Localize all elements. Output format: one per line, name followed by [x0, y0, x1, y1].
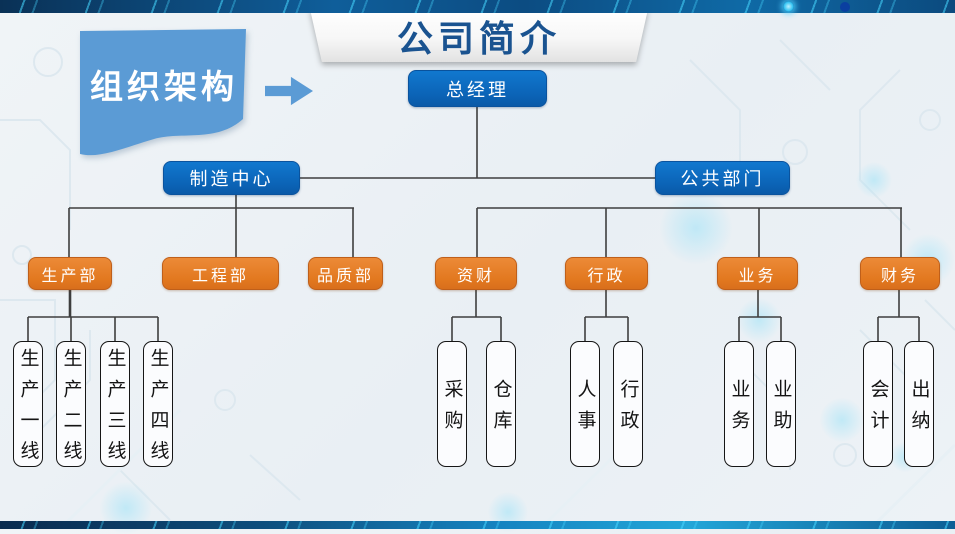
org-node-team: 生产四线: [143, 341, 173, 471]
glow-dot-decoration: [856, 162, 892, 198]
org-node-label: 工程部: [191, 265, 249, 285]
org-node-general-manager: 总经理: [408, 70, 547, 107]
title-banner-shape: 公司简介: [310, 9, 648, 62]
right-arrow-icon: [265, 76, 313, 106]
top-bar-stripes: [0, 0, 955, 13]
org-node-dept: 工程部: [162, 257, 279, 290]
org-node-team: 行政: [613, 341, 643, 467]
title-banner: 公司简介: [310, 9, 648, 62]
team-label: 生产四线: [147, 348, 170, 472]
team-label: 仓库: [490, 379, 513, 441]
org-node-team: 生产一线: [13, 341, 43, 471]
org-node-team: 业助: [766, 341, 796, 467]
team-label: 生产一线: [17, 348, 40, 472]
team-label: 会计: [867, 379, 890, 441]
team-label: 生产二线: [60, 348, 83, 472]
bottom-bar-stripes: [0, 521, 955, 529]
page-title: 公司简介: [396, 18, 561, 60]
org-node-label: 业务: [738, 265, 777, 285]
team-label: 行政: [617, 379, 640, 441]
glow-dot-decoration: [820, 398, 864, 442]
org-node-team: 会计: [863, 341, 893, 467]
org-node-team: 业务: [724, 341, 754, 467]
team-label: 生产三线: [104, 348, 127, 472]
org-node-dept: 资财: [435, 257, 517, 290]
org-node-label: 生产部: [41, 265, 99, 285]
org-node-dept: 行政: [565, 257, 648, 290]
org-node-dept: 业务: [717, 257, 798, 290]
team-label: 出纳: [908, 379, 931, 441]
glow-dot-icon: [783, 1, 794, 12]
org-node-label: 资财: [456, 265, 495, 285]
top-accent-bar: [0, 0, 955, 13]
org-node-team: 人事: [570, 341, 600, 467]
team-label: 采购: [441, 379, 464, 441]
org-node-team: 生产二线: [56, 341, 86, 471]
glow-dot-decoration: [737, 298, 781, 342]
dark-dot-icon: [840, 2, 850, 12]
org-node-label: 制造中心: [189, 169, 274, 190]
org-node-team: 采购: [437, 341, 467, 467]
org-node-label: 品质部: [316, 265, 374, 285]
org-node-team: 生产三线: [100, 341, 130, 471]
org-node-label: 财务: [880, 265, 919, 285]
org-node-dept: 财务: [860, 257, 940, 290]
org-node-team: 仓库: [486, 341, 516, 467]
team-label: 人事: [574, 379, 597, 441]
bottom-accent-bar: [0, 521, 955, 529]
org-node-manufacturing-center: 制造中心: [163, 161, 300, 195]
org-node-dept: 生产部: [28, 257, 112, 290]
team-label: 业务: [728, 379, 751, 441]
org-node-label: 总经理: [446, 79, 509, 101]
org-node-dept: 品质部: [308, 257, 383, 290]
section-flag-shape: [80, 29, 246, 156]
org-node-public-departments: 公共部门: [655, 161, 790, 195]
org-node-team: 出纳: [904, 341, 934, 467]
glow-dot-decoration: [660, 192, 732, 264]
org-node-label: 公共部门: [680, 169, 765, 190]
section-label: 组织架构: [90, 67, 238, 106]
team-label: 业助: [770, 379, 793, 441]
org-node-label: 行政: [587, 265, 626, 285]
